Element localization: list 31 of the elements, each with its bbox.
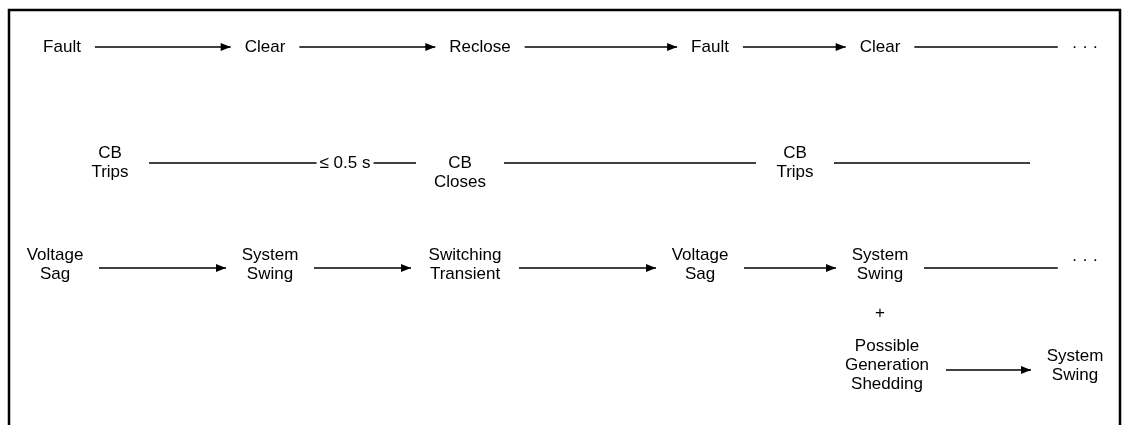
arrow [98,264,227,272]
arrow [298,43,437,51]
state-text: Fault [43,37,81,56]
state-text: CB Trips [85,143,135,181]
state-text: System Swing [240,245,300,283]
state-text: Reclose [449,37,511,56]
arrow [743,264,837,272]
state-text: Possible Generation Shedding [842,336,932,393]
connector-line [833,162,1031,164]
state-text: CB Closes [430,153,490,191]
state-text: Voltage Sag [670,245,730,283]
arrow [523,43,678,51]
state-text: Fault [691,37,729,56]
arrow [742,43,847,51]
state-text: Clear [859,37,901,56]
plus-sign: + [874,303,886,322]
arrow [518,264,657,272]
state-text: Clear [244,37,286,56]
connector-line [923,267,1059,269]
state-text: System Swing [1045,346,1105,384]
state-text: · · · [1071,37,1099,56]
connector-line [503,162,757,164]
state-text: CB Trips [770,143,820,181]
state-text: Switching Transient [425,245,505,283]
state-text: · · · [1071,250,1099,269]
state-text: System Swing [850,245,910,283]
arrow [945,366,1032,374]
arrow [313,264,412,272]
connector-line [913,46,1059,48]
arrow [94,43,232,51]
state-text: Voltage Sag [25,245,85,283]
